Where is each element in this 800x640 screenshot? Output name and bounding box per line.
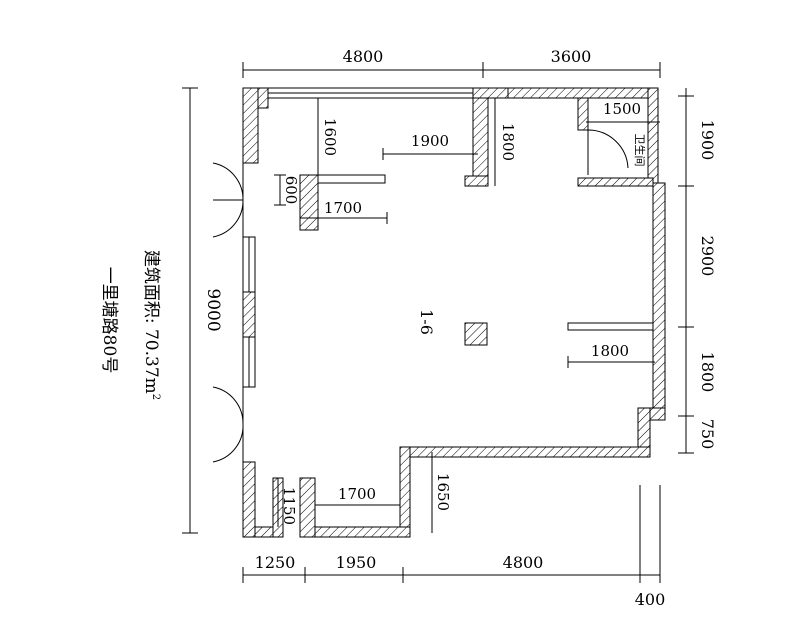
dim-inner-1700-bottom: 1700	[338, 485, 376, 503]
wall-left-mid-b	[242, 291, 256, 338]
room-id-label: 1-6	[417, 309, 436, 335]
wall-interior-right-stub	[567, 322, 654, 331]
wall-bottom-right	[399, 446, 651, 458]
dim-right-1: 1900	[698, 120, 717, 161]
area-text: 建筑面积: 70.37m	[141, 250, 161, 394]
dim-right-2: 2900	[698, 236, 717, 277]
area-superscript: 2	[150, 394, 161, 400]
dim-left-total: 9000	[203, 288, 223, 331]
wall-bottom-notch-r	[299, 477, 316, 538]
dim-bottom-3: 4800	[503, 553, 544, 572]
dimension-lines	[182, 62, 694, 583]
wall-bottom-mid	[299, 526, 411, 538]
wall-restroom-left	[577, 97, 589, 131]
wall-left-top	[242, 87, 259, 164]
wall-interior-col-b	[472, 97, 489, 187]
wall-bottom-step	[399, 446, 411, 538]
dim-inner-1900: 1900	[411, 132, 449, 150]
dim-right-4: 750	[698, 419, 717, 450]
dim-top-right: 3600	[551, 47, 592, 66]
wall-interior-col-c	[464, 175, 489, 187]
restroom-label: 卫生间	[633, 134, 647, 167]
wall-left-bottom	[242, 461, 256, 538]
dim-inner-1500: 1500	[603, 100, 641, 118]
area-label: 建筑面积: 70.37m2	[141, 250, 161, 400]
wall-restroom-bottom	[577, 177, 654, 187]
dim-inner-1700-top: 1700	[324, 199, 362, 217]
dim-bottom-1: 1250	[255, 553, 296, 572]
address-label: 一里塘路80号	[99, 267, 119, 374]
dim-inner-1150: 1150	[280, 487, 298, 525]
doors	[212, 129, 629, 463]
dim-inner-1600: 1600	[321, 118, 339, 156]
dim-inner-1800-col: 1800	[499, 123, 517, 161]
dim-bottom-offset: 400	[635, 590, 666, 609]
wall-right-main	[652, 182, 666, 419]
dim-right-3: 1800	[698, 352, 717, 393]
wall-interior-col-a	[299, 174, 319, 231]
dim-top-left: 4800	[343, 47, 384, 66]
dim-inner-1650: 1650	[434, 473, 452, 511]
wall-top-mid	[472, 87, 509, 99]
dim-inner-600: 600	[282, 176, 300, 205]
door-restroom	[587, 129, 629, 175]
dim-inner-1800-right: 1800	[591, 342, 629, 360]
dim-bottom-2: 1950	[336, 553, 377, 572]
center-column	[464, 322, 488, 346]
wall-right-lower	[637, 407, 651, 454]
wall-top-right	[507, 87, 659, 99]
door-upper-left	[212, 162, 244, 238]
walls	[242, 87, 666, 538]
door-lower-left	[212, 386, 244, 463]
wall-right-upper	[647, 87, 659, 184]
